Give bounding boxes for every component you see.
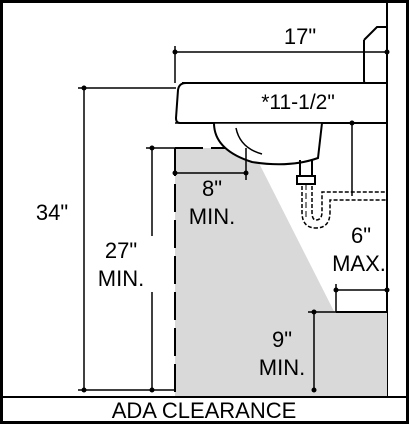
dim-27-tick-bottom [149,387,155,393]
dim-9-tick-top [311,309,317,315]
dim-6-tick-right [384,287,390,293]
knee-depth-unit: MIN. [189,204,235,229]
dim-17-tick-right [384,49,390,55]
knee-depth-value: 8" [202,176,222,201]
dim-8-tick-left [172,170,178,176]
dim-34-tick-top [81,85,87,91]
sink-depth-label: 17" [284,24,316,49]
dim-6-tick-left [333,287,339,293]
sink-bowl [213,122,323,166]
sink-bowl-inner [235,127,263,155]
clearance-area [175,148,387,396]
dim-11-tick [349,120,355,126]
rim-height-label: 34" [36,200,68,225]
drain-offset-label: *11-1/2" [261,91,335,114]
pipe-depth-value: 6" [351,223,371,248]
knee-height-value: 27" [105,238,137,263]
dim-27-label-bg [92,236,154,292]
dim-34-label-bg [26,197,82,227]
pipe-depth-unit: MAX. [332,251,386,276]
knee-height-unit: MIN. [98,266,144,291]
wall-bracket [363,26,387,88]
dim-8-tick-right [243,170,249,176]
dim-34-tick-bottom [81,387,87,393]
dim-17-tick-left [172,49,178,55]
toe-height-unit: MIN. [259,355,305,380]
drain-nut [296,175,316,185]
toe-height-value: 9" [272,327,292,352]
clearance-diagonal [251,147,338,313]
diagram-caption: ADA CLEARANCE [112,398,297,423]
dim-27-tick-top [149,145,155,151]
dim-9-tick-bottom [311,387,317,393]
p-trap [301,186,387,229]
